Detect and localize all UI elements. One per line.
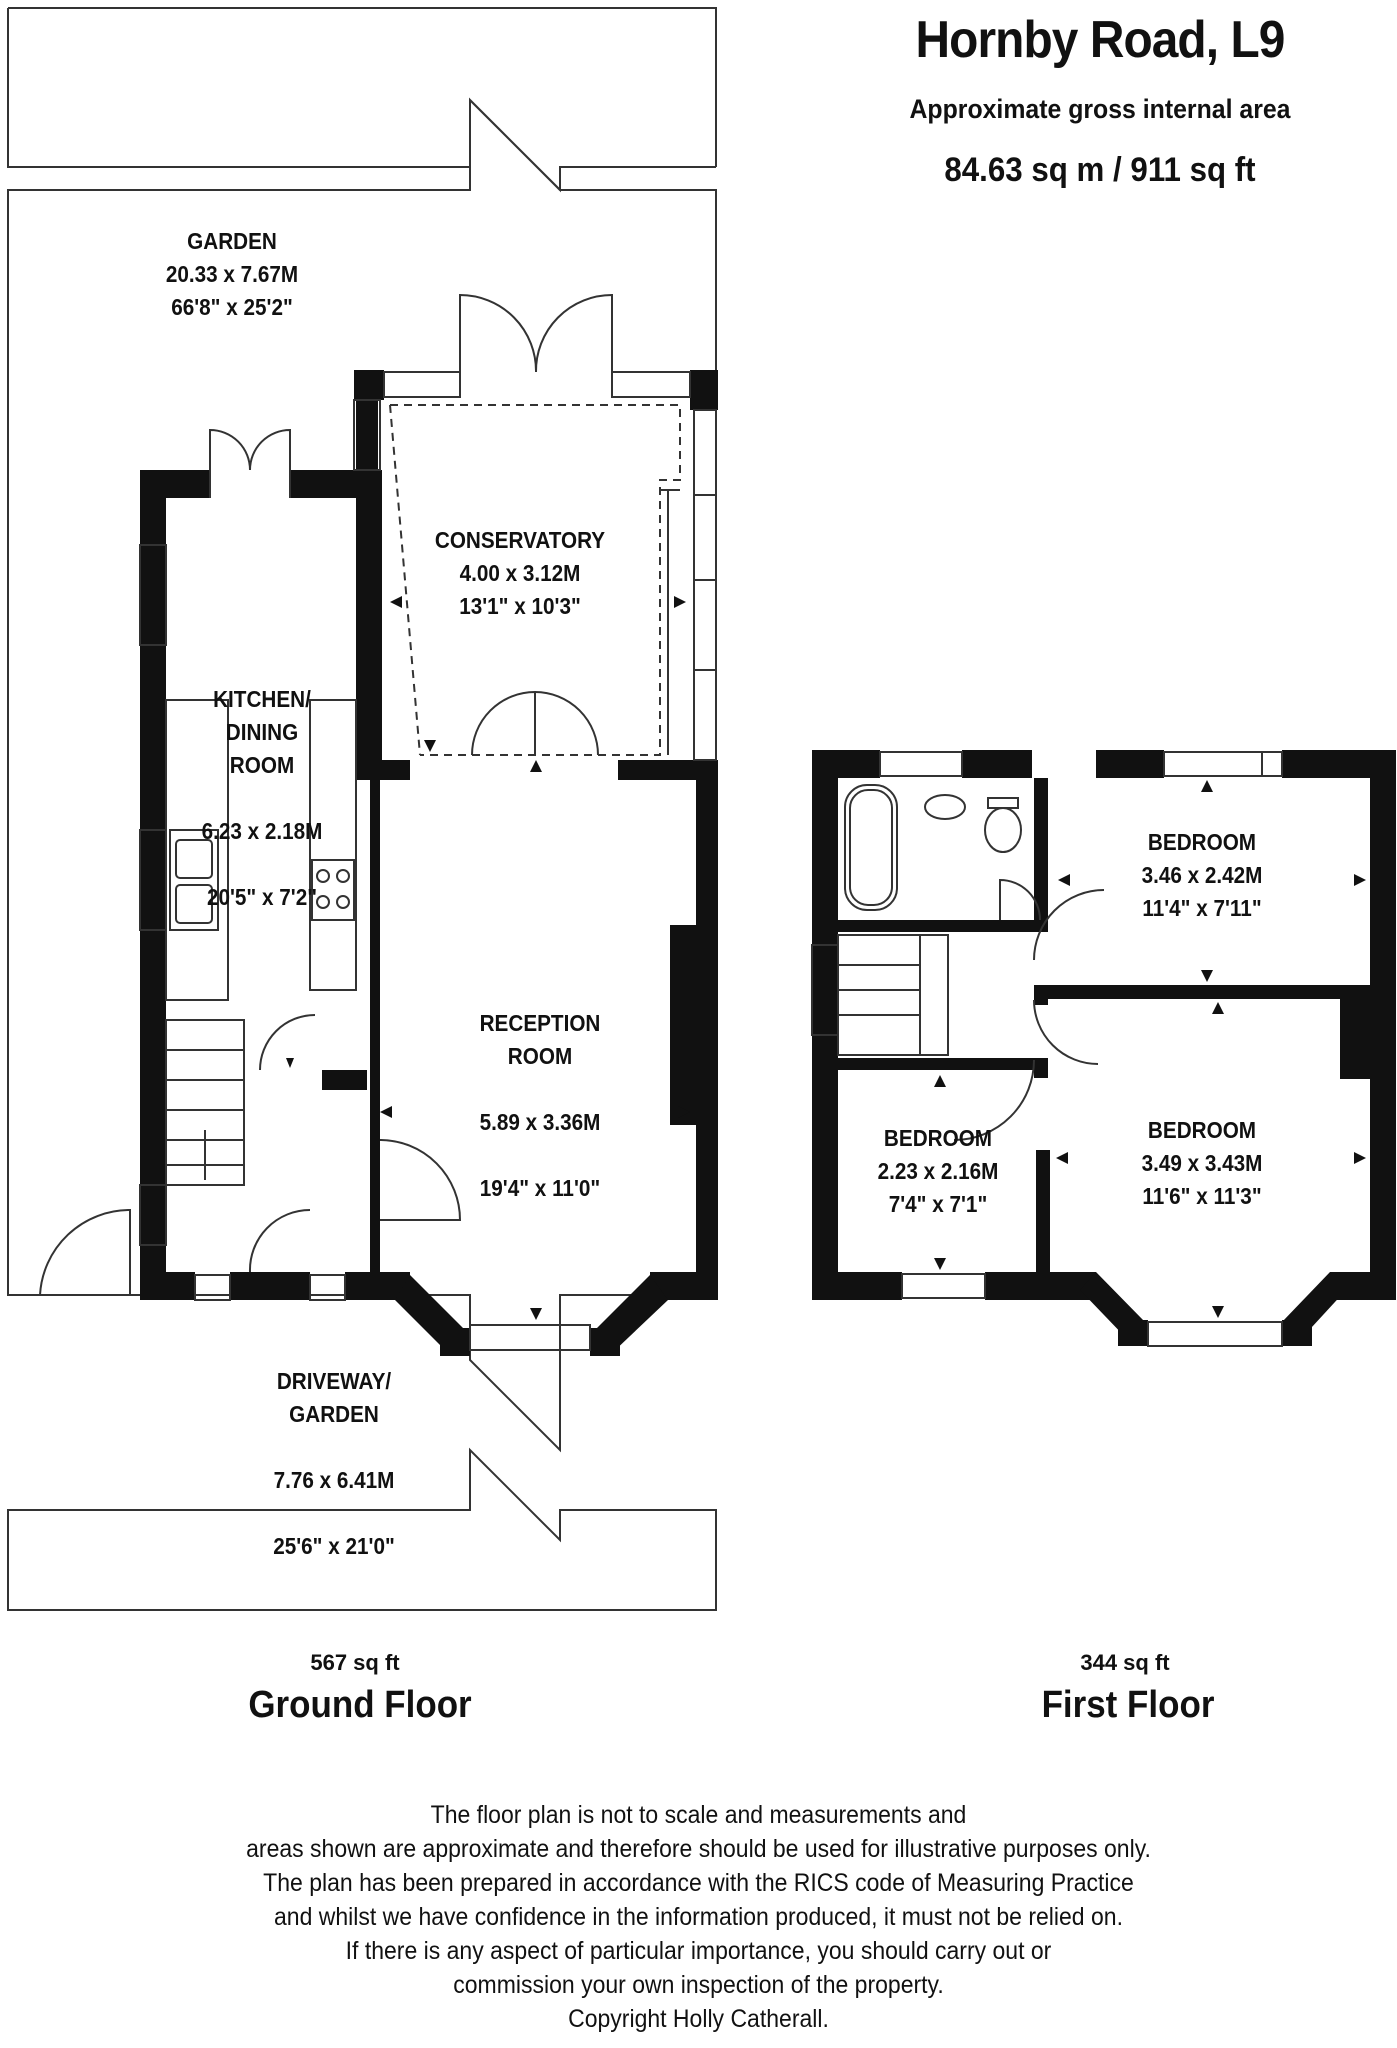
total-area: 84.63 sq m / 911 sq ft xyxy=(944,151,1256,189)
first-floor-name: First Floor xyxy=(1041,1684,1215,1726)
plan-header: Hornby Road, L9 Approximate gross intern… xyxy=(820,10,1380,190)
room-label-bedroom-3: BEDROOM 3.49 x 3.43M 11'6" x 11'3" xyxy=(1141,1117,1263,1209)
ground-floor-name: Ground Floor xyxy=(248,1684,472,1726)
ground-floor-walls xyxy=(140,370,718,1356)
room-label-kitchen: KITCHEN/ DINING ROOM 6.23 x 2.18M 20'5" … xyxy=(201,686,323,910)
first-floor-sqft: 344 sq ft xyxy=(1080,1650,1170,1675)
disclaimer-text: The floor plan is not to scale and measu… xyxy=(246,1801,1151,2033)
ground-floor-sqft: 567 sq ft xyxy=(310,1650,400,1675)
room-label-bedroom-2: BEDROOM 2.23 x 2.16M 7'4" x 7'1" xyxy=(877,1125,999,1217)
room-label-driveway: DRIVEWAY/ GARDEN 7.76 x 6.41M 25'6" x 21… xyxy=(273,1368,395,1559)
room-label-bedroom-1: BEDROOM 3.46 x 2.42M 11'4" x 7'11" xyxy=(1141,829,1263,921)
room-label-reception: RECEPTION ROOM 5.89 x 3.36M 19'4" x 11'0… xyxy=(479,1010,601,1201)
room-label-conservatory: CONSERVATORY 4.00 x 3.12M 13'1" x 10'3" xyxy=(434,527,606,619)
first-floor-walls xyxy=(812,750,1396,1346)
garden-boundary-top xyxy=(8,7,717,167)
garden-boundary-bottom xyxy=(7,1447,717,1611)
room-label-garden: GARDEN 20.33 x 7.67M 66'8" x 25'2" xyxy=(165,228,299,320)
area-subtitle: Approximate gross internal area xyxy=(909,94,1291,124)
property-title: Hornby Road, L9 xyxy=(915,11,1286,69)
